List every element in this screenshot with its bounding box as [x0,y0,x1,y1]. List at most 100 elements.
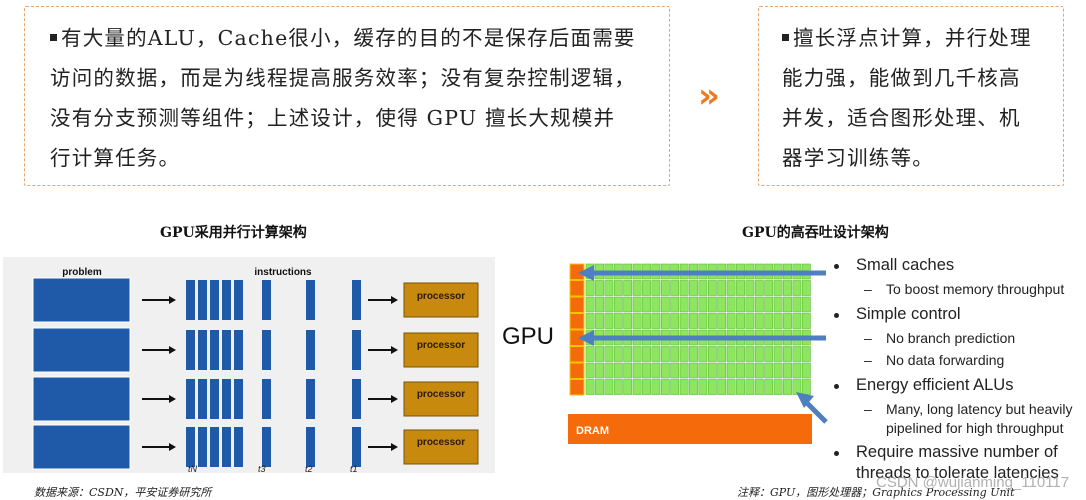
alu-cell [613,296,623,313]
alu-cell [585,280,595,296]
arrow-head [578,330,594,346]
alu-cell [679,313,689,329]
instruction-bar [306,330,315,370]
alu-cell [613,362,623,379]
arrow-line [804,400,828,424]
instruction-bar [306,427,315,467]
instruction-bar [186,330,195,370]
cache-cell [569,362,585,379]
instruction-bar [198,427,207,467]
cache-cell [569,280,585,297]
arrow-head [391,395,398,403]
alu-cell [604,296,614,313]
alu-cell [670,280,680,296]
alu-cell [689,296,698,313]
alu-cell [754,280,764,296]
instruction-bar [306,379,315,419]
instruction-bar [352,427,361,467]
alu-cell [632,296,642,313]
alu-cell [595,379,604,395]
alu-cell [642,379,651,395]
alu-cell [783,313,792,329]
instruction-bar [222,330,231,370]
alu-cell [623,346,633,362]
alu-cell [773,280,783,296]
instruction-bar [198,280,207,320]
bullet-icon [834,384,839,389]
dash-icon: – [864,281,872,297]
right-text-line-2: 能力强，能做到几千核高 [782,66,1021,90]
alu-cell [717,346,727,362]
instruction-bar [352,379,361,419]
bullet-icon [834,451,839,456]
alu-cell [764,296,774,313]
alu-cell [707,313,717,329]
alu-cell [613,379,623,395]
time-label-tN: tN [188,464,198,474]
alu-cell [726,362,736,379]
alu-cell [736,280,745,296]
alu-cell [670,346,680,362]
cache-cell [569,313,585,330]
alu-cell [642,346,651,362]
instruction-bar [198,379,207,419]
alu-cell [689,280,698,296]
alu-cell [792,362,802,379]
processor-label: processor [417,437,465,448]
feature-sub-text: –To boost memory throughput [864,281,1065,297]
alu-cell [660,280,670,296]
alu-cell [660,362,670,379]
alu-cell [707,379,717,395]
alu-cell [736,296,745,313]
alu-cell [792,313,802,329]
alu-cell [745,362,755,379]
alu-cell [764,346,774,362]
alu-cell [642,280,651,296]
instruction-bar [210,330,219,370]
alu-cell [792,379,802,395]
left-text-box [24,6,670,186]
processor-blocks [403,282,479,465]
alu-cell [726,346,736,362]
alu-cell [726,313,736,329]
instruction-bar [186,379,195,419]
alu-cell [726,296,736,313]
alu-cell [651,362,661,379]
alu-cell [585,313,595,329]
alu-cell [773,296,783,313]
alu-cell [698,313,708,329]
feature-sub-text: –Many, long latency but heavily [864,401,1073,417]
bullet-icon [782,34,789,41]
alu-cell [604,346,614,362]
right-text-box [758,6,1064,186]
alu-cell [660,296,670,313]
alu-cell [689,346,698,362]
alu-cell [783,379,792,395]
alu-cell [726,280,736,296]
alu-cell [679,296,689,313]
footer-note: 注释：GPU，图形处理器；Graphics Processing Unit [737,486,1015,499]
alu-cell [632,346,642,362]
arrow-head [169,296,176,304]
alu-cell [585,379,595,395]
footer-source: 数据来源：CSDN，平安证券研究所 [34,486,212,499]
instruction-bar [352,330,361,370]
cache-cell [569,296,585,313]
alu-cell [642,296,651,313]
problem-block [32,424,131,470]
instruction-bar [262,280,271,320]
alu-cell [754,296,764,313]
alu-cell [745,346,755,362]
alu-cell [717,313,727,329]
time-label-t2: t2 [305,464,313,474]
dash-icon: – [864,401,872,417]
alu-cell [764,280,774,296]
right-text-block: 擅长浮点计算，并行处理 能力强，能做到几千核高 并发，适合图形处理、机 器学习训… [782,18,1032,178]
arrow-head [796,392,814,408]
alu-cell [623,280,633,296]
arrow-head [391,296,398,304]
alu-cell [679,379,689,395]
alu-cell [651,313,661,329]
alu-cell [783,280,792,296]
alu-cell [698,296,708,313]
